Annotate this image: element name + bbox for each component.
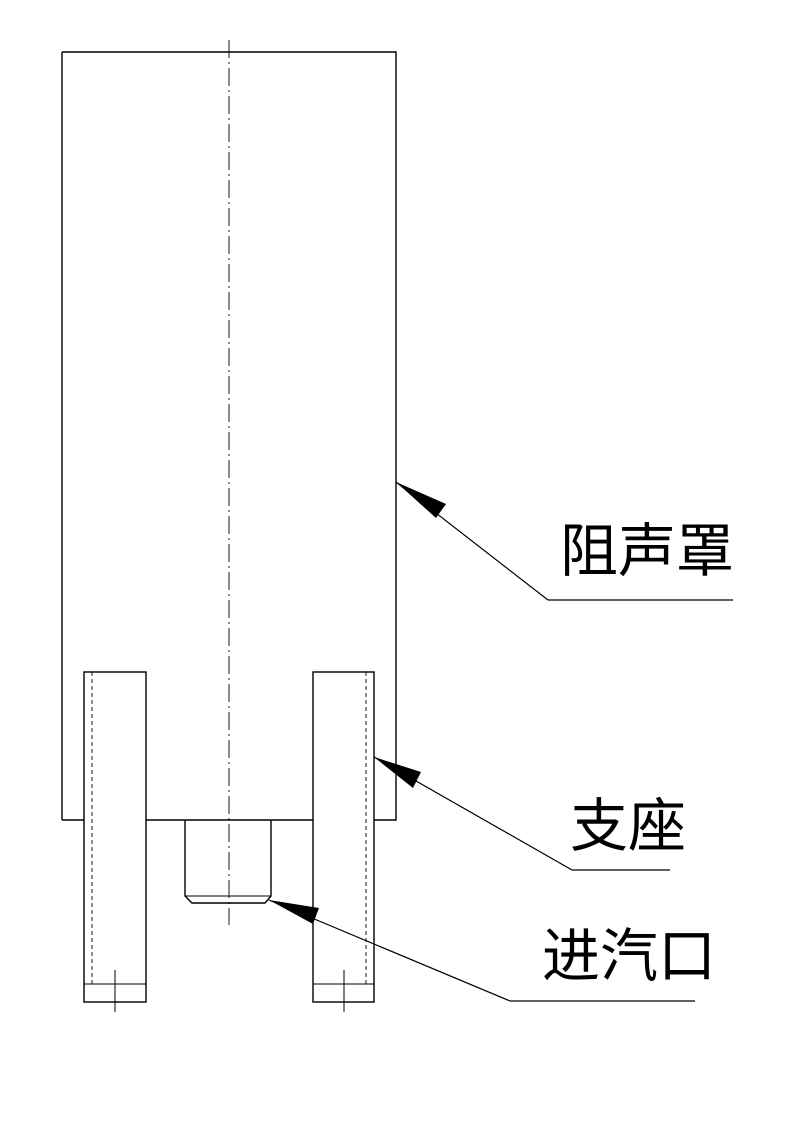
leader-muffler-cover [395,481,733,601]
left-support-leg [83,671,147,1012]
right-support-leg [312,671,375,1012]
label-muffler-cover: 阻声罩 [560,517,734,585]
leader-steam-inlet [268,899,695,1002]
label-steam-inlet: 进汽口 [542,922,716,990]
leader-support [373,756,670,871]
steam-inlet-pipe [184,820,272,904]
label-support: 支座 [570,792,686,860]
